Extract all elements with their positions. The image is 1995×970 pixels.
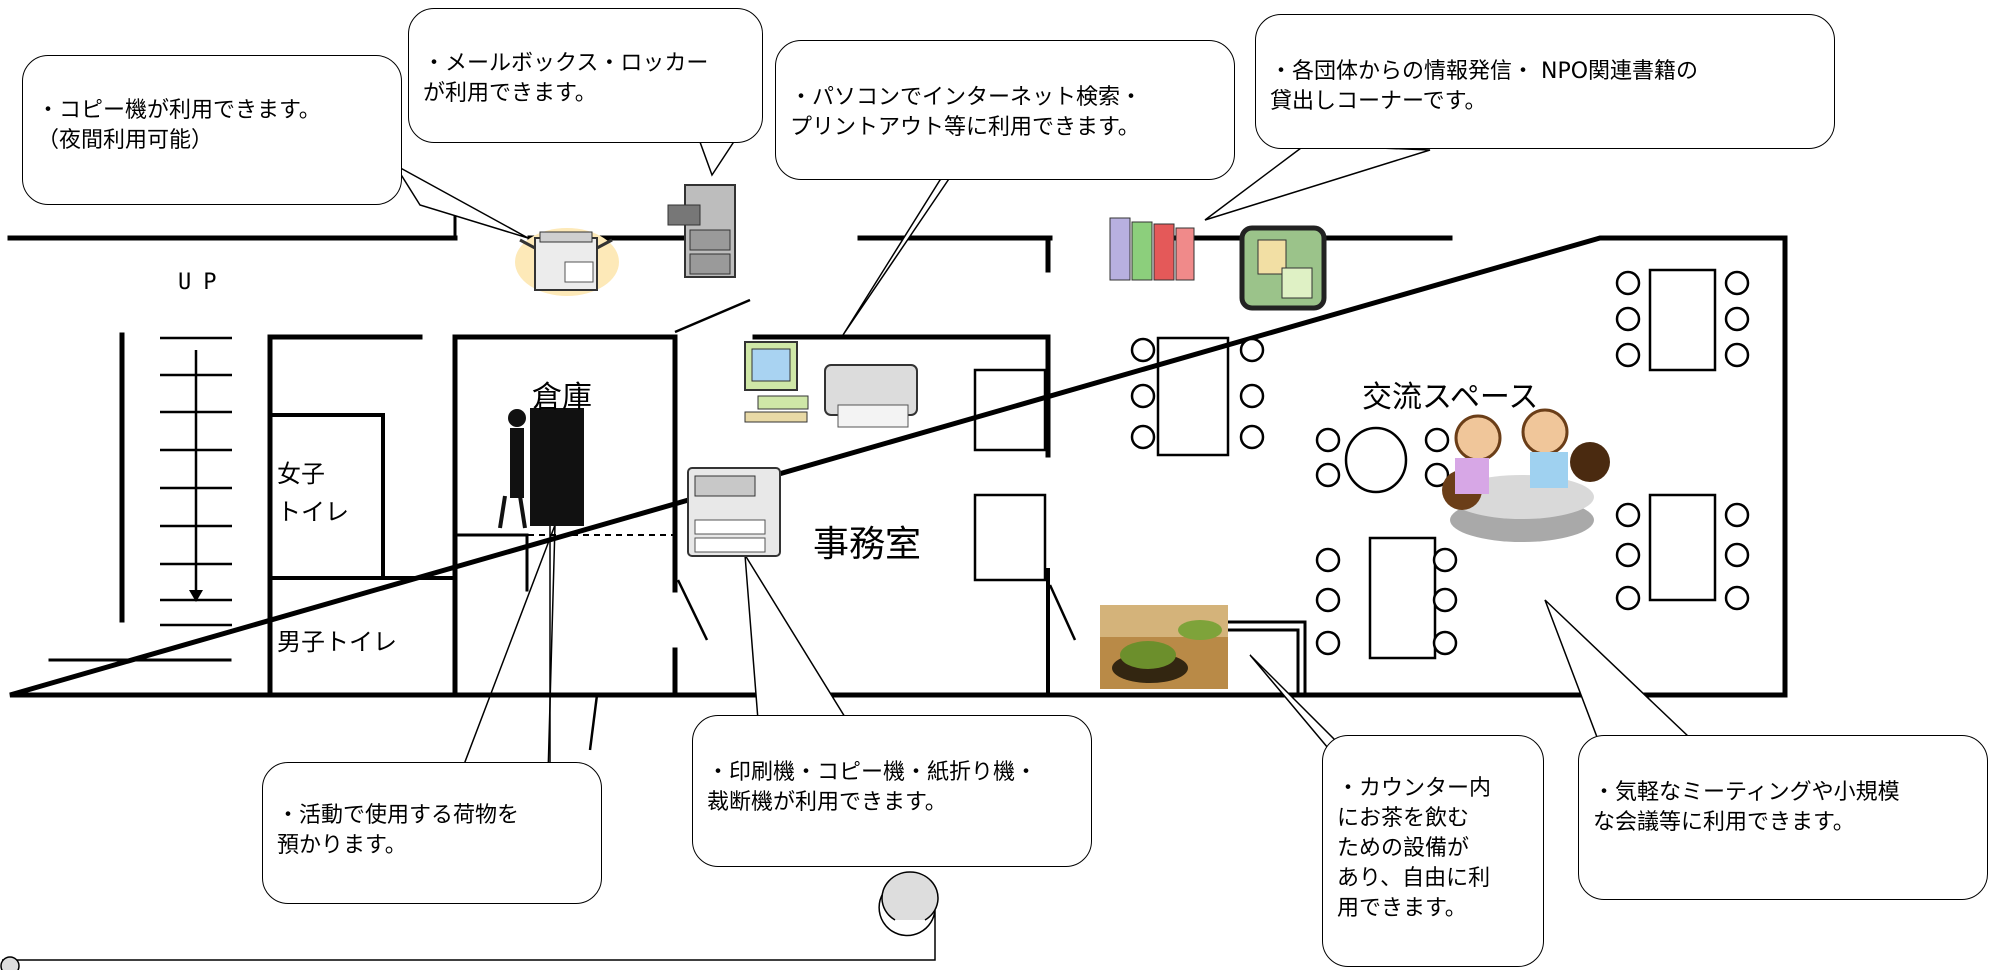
scroll-icon — [0, 871, 939, 970]
tea-callout: ・カウンター内 にお茶を飲む ための設備が あり、自由に利 用できます。 — [1322, 735, 1544, 967]
exchange-space-label: 交流スペース — [1362, 380, 1539, 415]
printing-callout: ・印刷機・コピー機・紙折り機・ 裁断機が利用できます。 — [692, 715, 1092, 867]
archive-worker-icon — [498, 408, 584, 529]
mens-toilet-label: 男子トイレ — [277, 628, 397, 656]
copier-icon — [515, 228, 619, 296]
computer-icon — [744, 341, 809, 423]
info-callout: ・各団体からの情報発信・ NPO関連書籍の 貸出しコーナーです。 — [1255, 14, 1835, 149]
copier-callout: ・コピー機が利用できます。 （夜間利用可能） — [22, 55, 402, 205]
stair-arrow-icon — [189, 590, 203, 602]
green-tea-icon — [1100, 605, 1228, 689]
office-label: 事務室 — [813, 524, 922, 565]
bulletin-board-icon — [1239, 225, 1327, 311]
print-machine-icon — [687, 467, 781, 557]
storage-label: 倉庫 — [532, 380, 592, 415]
file-cabinet-icon — [667, 184, 736, 278]
printer-icon — [824, 364, 918, 428]
mailbox-callout: ・メールボックス・ロッカー が利用できます。 — [408, 8, 763, 143]
binders-icon — [1109, 217, 1195, 281]
meeting-callout: ・気軽なミーティングや小規模 な会議等に利用できます。 — [1578, 735, 1988, 900]
luggage-callout: ・活動で使用する荷物を 預かります。 — [262, 762, 602, 904]
pc-callout: ・パソコンでインターネット検索・ プリントアウト等に利用できます。 — [775, 40, 1235, 180]
womens-toilet-label: 女子 トイレ — [277, 460, 349, 526]
outer-wall — [7, 235, 1788, 698]
stair-up-label: UP — [178, 270, 229, 295]
meeting-people-icon — [1442, 408, 1610, 542]
